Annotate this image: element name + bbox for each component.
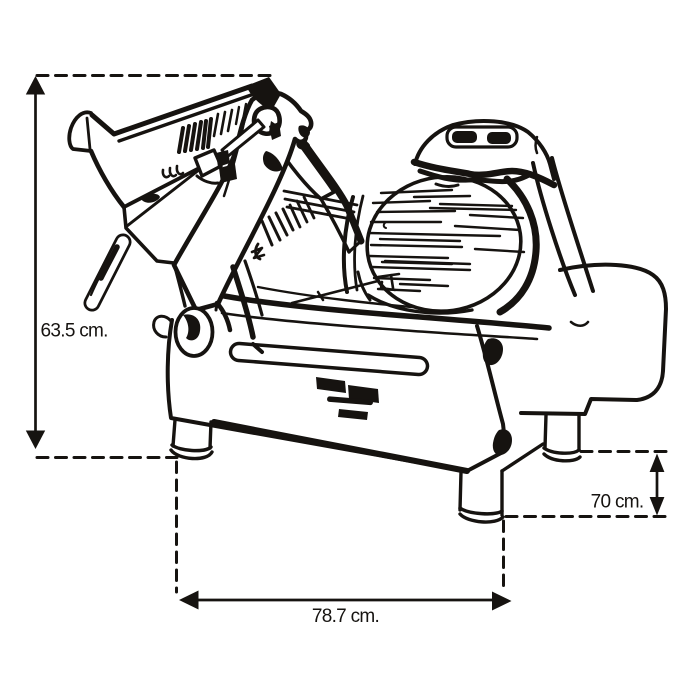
svg-text:63.5 cm.: 63.5 cm. (41, 321, 108, 342)
svg-text:78.7 cm.: 78.7 cm. (312, 606, 379, 627)
svg-text:70 cm.: 70 cm. (591, 492, 644, 513)
